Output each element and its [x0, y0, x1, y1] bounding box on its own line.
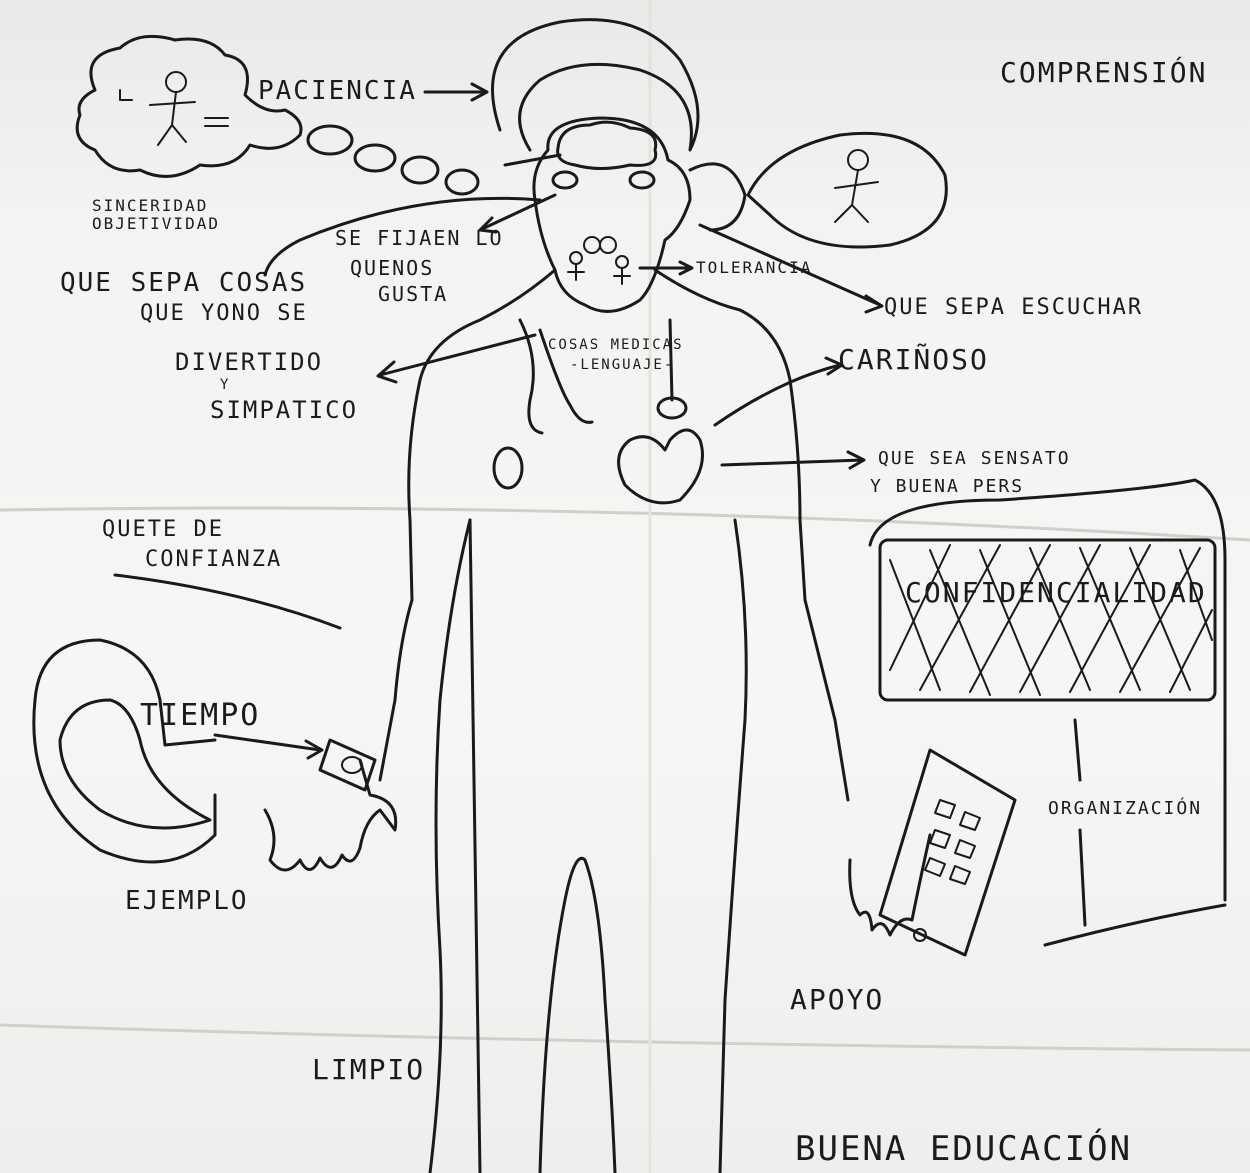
label-simpatico: SIMPATICO	[210, 398, 358, 423]
label-cosas-medicas: COSAS MEDICAS	[548, 338, 684, 353]
arrow-carinoso	[715, 358, 842, 425]
label-confidencialidad: CONFIDENCIALIDAD	[905, 578, 1207, 607]
label-carinoso: CARIÑOSO	[838, 345, 989, 374]
label-limpio: LIMPIO	[312, 1055, 425, 1084]
watch-face-icon	[342, 757, 362, 773]
label-que-sea-sensato: QUE SEA SENSATO	[878, 450, 1071, 469]
label-apoyo: APOYO	[790, 985, 884, 1014]
label-gusta: GUSTA	[378, 284, 448, 305]
speech-bubble-icon	[690, 133, 946, 247]
thought-cloud-icon	[77, 36, 478, 194]
label-divertido: DIVERTIDO	[175, 350, 323, 375]
label-se-fijan-en-lo: SE FIJAEN LO	[335, 228, 504, 249]
label-comprension: COMPRENSIÓN	[1000, 58, 1207, 87]
arrow-tiempo	[215, 735, 322, 758]
arrow-paciencia	[425, 84, 487, 100]
underline-confianza	[115, 575, 340, 628]
label-lenguaje: -LENGUAJE-	[570, 358, 674, 373]
left-hand-icon	[265, 760, 396, 870]
label-que-sepa-cosas: QUE SEPA COSAS	[60, 270, 307, 297]
label-paciencia: PACIENCIA	[258, 78, 417, 105]
arrow-divertido	[378, 335, 535, 382]
filing-cabinet-icon	[870, 480, 1225, 945]
fold-line-lower	[0, 1025, 1250, 1050]
label-confianza: CONFIANZA	[145, 548, 282, 571]
mouth-figures-icon	[568, 237, 630, 284]
label-buena-educacion: BUENA EDUCACIÓN	[795, 1132, 1132, 1168]
label-que-no: QUENOS	[350, 258, 434, 279]
label-y: Y	[220, 378, 230, 393]
label-que-yo-no-se: QUE YONO SE	[140, 302, 308, 325]
label-organizacion: ORGANIZACIÓN	[1048, 800, 1202, 819]
left-eye-icon	[553, 172, 577, 188]
label-tiempo: TIEMPO	[140, 700, 260, 732]
belly-button-icon	[494, 448, 522, 488]
label-ejemplo: EJEMPLO	[125, 888, 249, 915]
label-objetividad: OBJETIVIDAD	[92, 216, 220, 233]
watch-icon	[320, 740, 375, 790]
label-tolerancia: TOLERANCIA	[696, 260, 812, 277]
arrow-tolerancia	[640, 262, 692, 274]
label-sinceridad: SINCERIDAD	[92, 198, 208, 215]
brain-icon	[558, 122, 656, 168]
label-buena-persona: Y BUENA PERS	[870, 478, 1024, 497]
label-que-te-de: QUETE DE	[102, 518, 224, 541]
stick-figure-icon	[120, 72, 228, 145]
arrow-sensato	[722, 452, 864, 468]
heart-icon	[619, 430, 703, 503]
calculator-icon	[880, 750, 1015, 955]
line-head-thought	[505, 155, 560, 165]
clock-icon	[34, 640, 215, 862]
label-que-sepa-escuchar: QUE SEPA ESCUCHAR	[884, 296, 1143, 319]
halo-icon	[493, 20, 699, 150]
